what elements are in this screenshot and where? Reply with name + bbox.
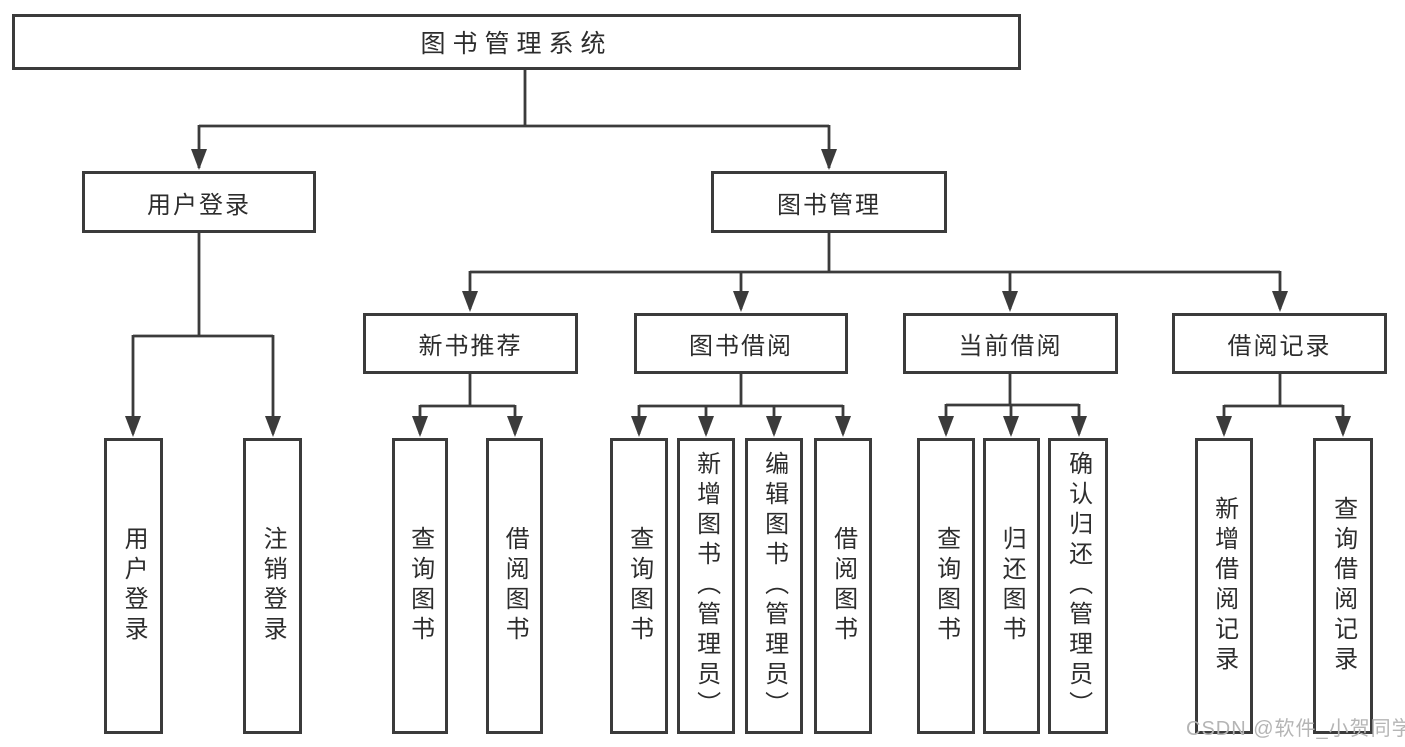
node-borrow-records-label: 借阅记录 bbox=[1227, 333, 1332, 360]
leaf-borrow-books: 借阅图书 bbox=[814, 438, 872, 734]
node-new-book-recommend: 新书推荐 bbox=[363, 313, 578, 374]
leaf-add-borrow-record-label: 新增借阅记录 bbox=[1210, 496, 1238, 676]
leaf-query-books-current-label: 查询图书 bbox=[932, 526, 960, 646]
node-book-management: 图书管理 bbox=[711, 171, 947, 233]
leaf-borrow-books-label: 借阅图书 bbox=[829, 526, 857, 646]
node-user-login: 用户登录 bbox=[82, 171, 316, 233]
node-book-management-label: 图书管理 bbox=[777, 191, 881, 219]
connector-borrow-records-to-leaves bbox=[1216, 374, 1351, 437]
node-current-borrow: 当前借阅 bbox=[903, 313, 1118, 374]
leaf-query-books-borrow: 查询图书 bbox=[610, 438, 668, 734]
connector-book-borrow-to-leaves bbox=[631, 374, 851, 437]
connector-root-to-level2 bbox=[191, 70, 837, 170]
connector-book-management-to-level3 bbox=[462, 233, 1288, 312]
leaf-logout: 注销登录 bbox=[243, 438, 302, 734]
leaf-query-borrow-record-label: 查询借阅记录 bbox=[1329, 496, 1357, 676]
leaf-query-borrow-record: 查询借阅记录 bbox=[1313, 438, 1373, 734]
connector-current-borrow-to-leaves bbox=[938, 374, 1087, 437]
leaf-add-borrow-record: 新增借阅记录 bbox=[1195, 438, 1253, 734]
csdn-watermark: CSDN @软件_小贺同学 bbox=[1186, 718, 1405, 740]
leaf-confirm-return-admin-label: 确认归还（管理员） bbox=[1064, 451, 1092, 721]
connector-new-book-to-leaves bbox=[412, 374, 523, 437]
node-user-login-label: 用户登录 bbox=[147, 191, 251, 219]
leaf-query-books-recommend-label: 查询图书 bbox=[406, 526, 434, 646]
leaf-edit-books-admin-label: 编辑图书（管理员） bbox=[760, 451, 788, 721]
leaf-user-login-label: 用户登录 bbox=[120, 526, 148, 646]
node-book-borrow-label: 图书借阅 bbox=[689, 333, 793, 360]
node-borrow-records: 借阅记录 bbox=[1172, 313, 1387, 374]
node-root-label: 图书管理系统 bbox=[420, 30, 613, 58]
leaf-confirm-return-admin: 确认归还（管理员） bbox=[1048, 438, 1108, 734]
leaf-edit-books-admin: 编辑图书（管理员） bbox=[745, 438, 803, 734]
leaf-borrow-books-recommend-label: 借阅图书 bbox=[501, 526, 529, 646]
leaf-return-books-label: 归还图书 bbox=[998, 526, 1026, 646]
node-current-borrow-label: 当前借阅 bbox=[958, 333, 1063, 360]
node-root: 图书管理系统 bbox=[12, 14, 1021, 70]
leaf-query-books-borrow-label: 查询图书 bbox=[625, 526, 653, 646]
leaf-add-books-admin: 新增图书（管理员） bbox=[677, 438, 735, 734]
node-book-borrow: 图书借阅 bbox=[634, 313, 848, 374]
leaf-user-login: 用户登录 bbox=[104, 438, 163, 734]
leaf-return-books: 归还图书 bbox=[983, 438, 1040, 734]
node-new-book-recommend-label: 新书推荐 bbox=[418, 333, 523, 360]
leaf-borrow-books-recommend: 借阅图书 bbox=[486, 438, 543, 734]
leaf-query-books-current: 查询图书 bbox=[917, 438, 975, 734]
leaf-query-books-recommend: 查询图书 bbox=[392, 438, 448, 734]
leaf-logout-label: 注销登录 bbox=[259, 526, 287, 646]
connector-user-login-to-leaves bbox=[125, 233, 281, 437]
leaf-add-books-admin-label: 新增图书（管理员） bbox=[692, 451, 720, 721]
